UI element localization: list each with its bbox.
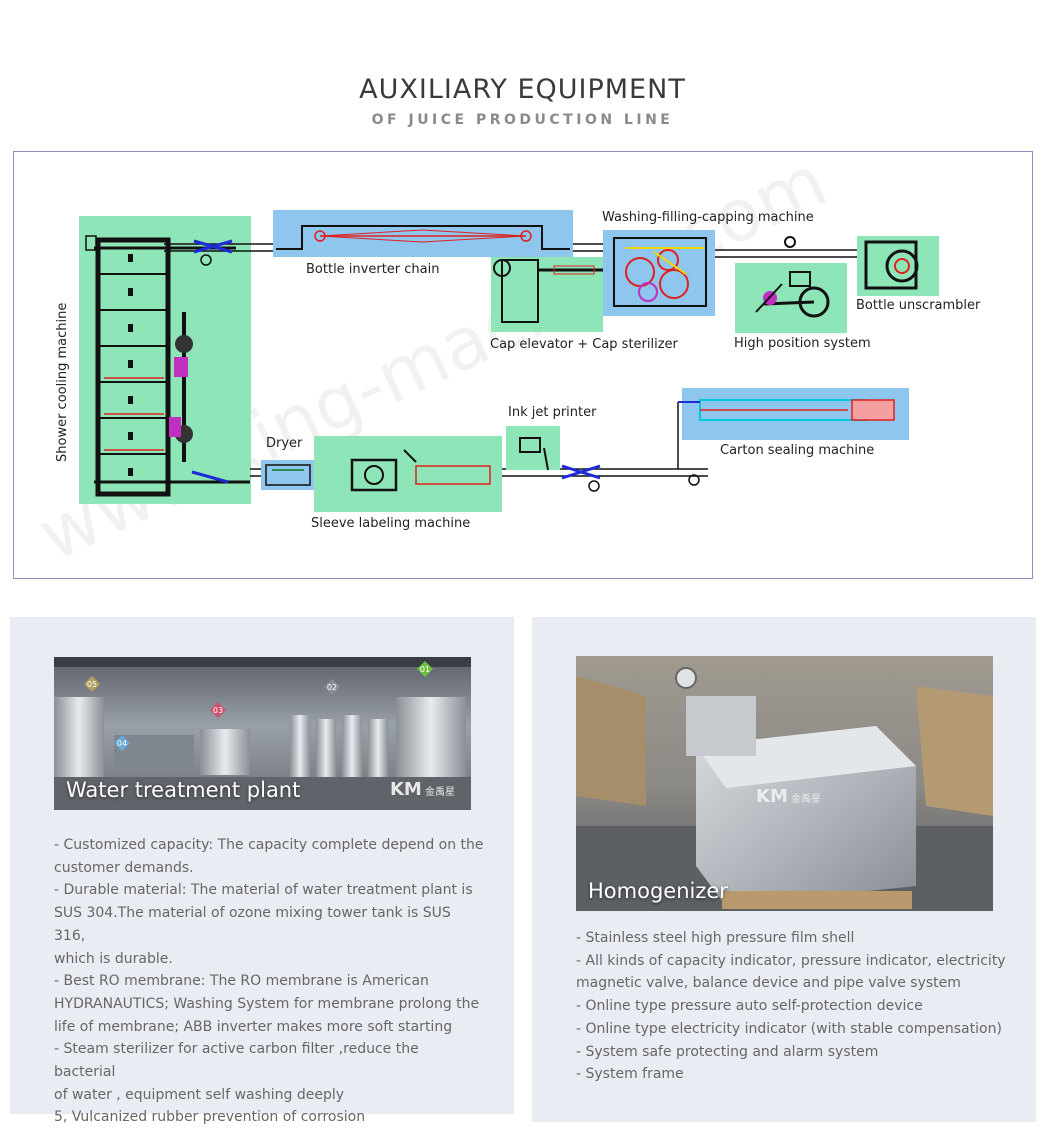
desc-line: - All kinds of capacity indicator, press… [576,952,1006,969]
logo-mark-icon: KM [389,779,422,800]
homogenizer-panel: Homogenizer KM 金禹星 - Stainless steel hig… [532,617,1036,1122]
desc-line: of water , equipment self washing deeply [54,1086,345,1103]
logo-mark-icon: KM [756,786,788,807]
production-line-diagram: www.king-machine.com [13,151,1033,579]
marker-05: 05 [87,680,97,689]
bottle-unscrambler-label: Bottle unscrambler [856,298,981,313]
desc-line: HYDRANAUTICS; Washing System for membran… [54,995,480,1012]
king-machine-logo: KM 金禹星 [390,779,455,800]
desc-line: - Steam sterilizer for active carbon fil… [54,1041,419,1081]
dryer [261,460,315,490]
logo-text: 金禹星 [425,787,455,798]
numbered-markers: 05 03 02 01 04 [84,661,433,751]
homogenizer-caption: Homogenizer [588,879,728,903]
sleeve-labeling-label: Sleeve labeling machine [311,516,470,531]
desc-line: - Best RO membrane: The RO membrane is A… [54,973,429,990]
carton-sealing-label: Carton sealing machine [720,443,874,458]
marker-03: 03 [213,706,223,715]
cap-elevator-label: Cap elevator + Cap sterilizer [490,337,679,352]
desc-line: - Online type electricity indicator (wit… [576,1020,1002,1037]
desc-line: - Customized capacity: The capacity comp… [54,837,484,853]
desc-line: - System frame [576,1066,684,1083]
ink-jet-printer [506,426,560,471]
desc-line: - System safe protecting and alarm syste… [576,1043,879,1060]
shower-cooling-machine [79,216,251,504]
desc-line: SUS 304.The material of ozone mixing tow… [54,905,451,944]
page-subtitle: OF JUICE PRODUCTION LINE [371,112,674,128]
desc-line: 5, Vulcanized rubber prevention of corro… [54,1109,366,1126]
cap-elevator [491,257,610,332]
marker-04: 04 [117,739,127,748]
king-machine-logo: KM 金禹星 [756,786,821,807]
water-treatment-description: - Customized capacity: The capacity comp… [54,834,484,1129]
high-position-system [735,236,847,333]
desc-line: - Stainless steel high pressure film she… [576,930,855,946]
sleeve-labeling-machine [314,436,502,512]
desc-line: customer demands. [54,859,194,876]
bottle-inverter-label: Bottle inverter chain [306,262,439,277]
homogenizer-description: - Stainless steel high pressure film she… [576,927,1016,1086]
diagram-drawing: www.king-machine.com [26,152,981,577]
dryer-label: Dryer [266,436,303,451]
desc-line: life of membrane; ABB inverter makes mor… [54,1018,453,1035]
washing-filling-capping-machine [603,230,715,316]
water-treatment-caption: Water treatment plant [66,778,301,802]
carton-sealing-machine [678,388,909,440]
bottle-unscrambler [857,236,939,296]
high-position-label: High position system [734,336,871,351]
bottle-inverter-chain [273,210,573,257]
logo-text: 金禹星 [791,794,822,805]
page-title: AUXILIARY EQUIPMENT [359,74,686,105]
desc-line: - Online type pressure auto self-protect… [576,998,923,1015]
desc-line: - Durable material: The material of wate… [54,882,473,899]
water-treatment-photo: 05 03 02 01 04 Water treatment plant KM … [54,657,471,810]
desc-line: magnetic valve, balance device and pipe … [576,975,961,992]
shower-cooling-label: Shower cooling machine [55,303,70,462]
marker-01: 01 [420,665,430,674]
ink-jet-label: Ink jet printer [508,405,597,420]
desc-line: which is durable. [54,950,173,967]
marker-02: 02 [327,683,337,692]
homogenizer-photo: Homogenizer KM 金禹星 [576,656,993,911]
washing-filling-label: Washing-filling-capping machine [602,210,814,225]
water-treatment-panel: 05 03 02 01 04 Water treatment plant KM … [10,617,514,1125]
